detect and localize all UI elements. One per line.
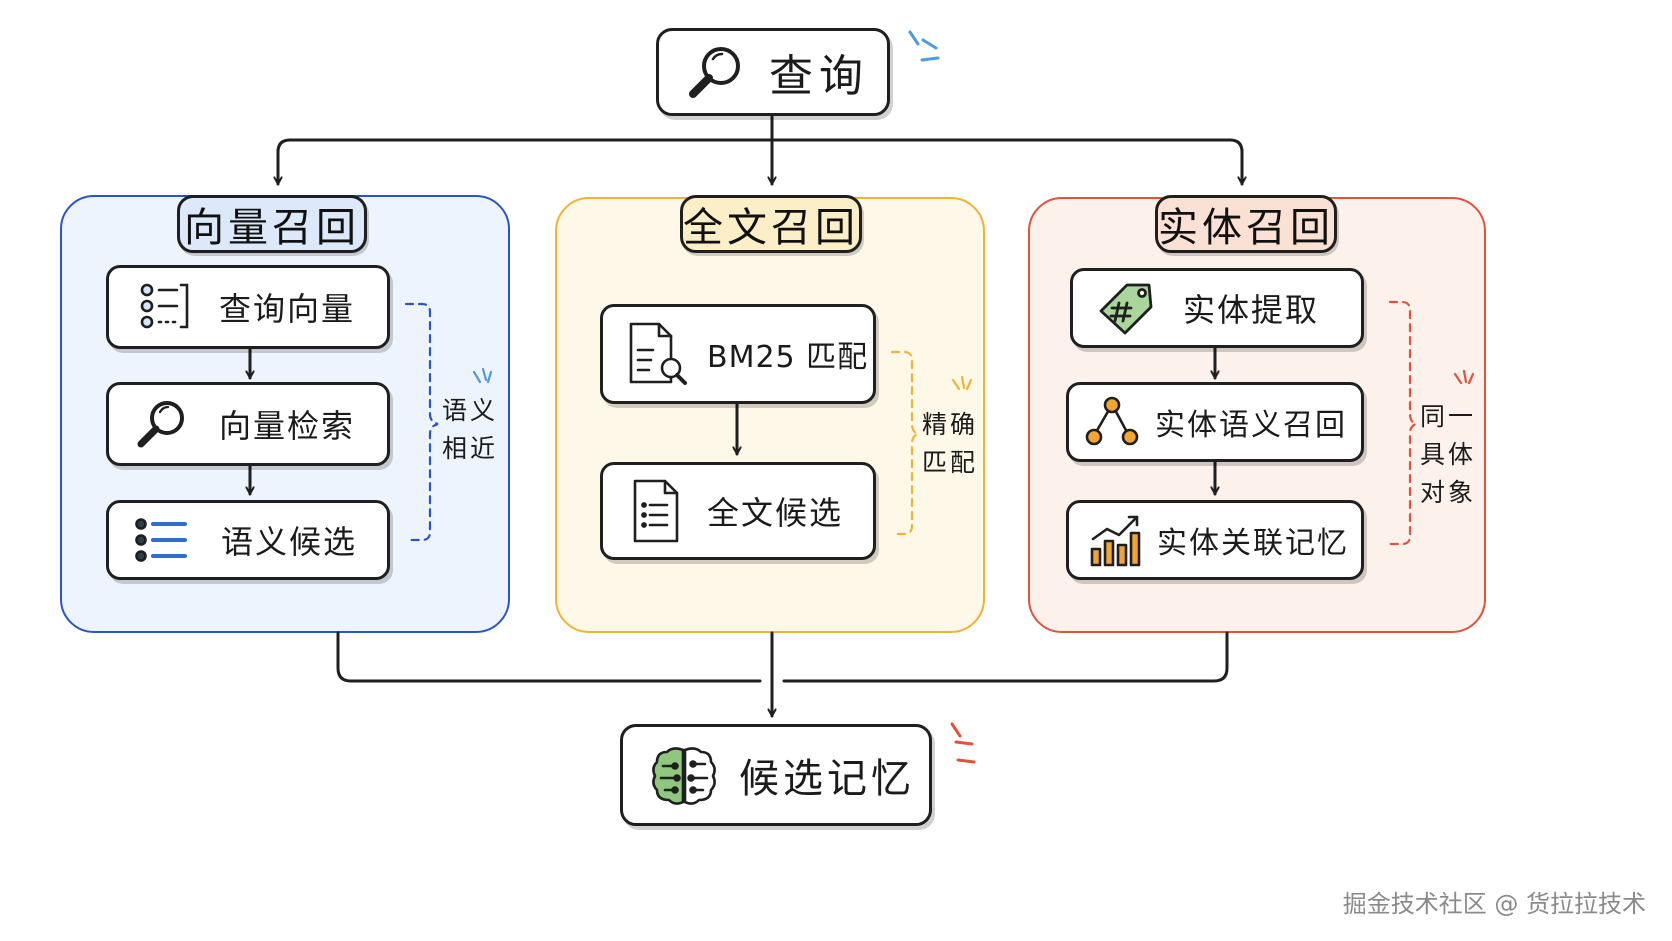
watermark: 掘金技术社区 @ 货拉拉技术 [1342, 890, 1646, 918]
fulltext-recall-title: 全文召回 [680, 195, 862, 253]
note-line: 同一 [1420, 402, 1477, 431]
vector-accent-marks [472, 367, 493, 384]
vector-step-semantic-candidates: 语义候选 [106, 500, 390, 580]
bullet-list-icon [133, 514, 191, 566]
entity-accent-marks [1453, 369, 1475, 385]
note-line: 具体 [1420, 440, 1477, 469]
document-list-icon [629, 477, 685, 545]
fulltext-note: 精确 匹配 [922, 406, 978, 482]
merge-left-line [336, 631, 762, 683]
document-search-icon [625, 320, 691, 388]
fulltext-accent-marks [951, 375, 973, 391]
vector-step-label: 向量检索 [219, 407, 356, 445]
magnifier-icon [685, 41, 747, 103]
note-line: 相近 [442, 434, 499, 463]
entity-bracket [1388, 300, 1420, 546]
fulltext-step-candidates: 全文候选 [600, 462, 876, 560]
note-line: 精确 [922, 410, 979, 439]
note-line: 语义 [442, 396, 499, 425]
candidate-memory-node: 候选记忆 [620, 724, 932, 826]
entity-step-label: 实体关联记忆 [1157, 526, 1349, 561]
entity-step-label: 实体语义召回 [1155, 408, 1347, 443]
entity-step-label: 实体提取 [1183, 291, 1320, 329]
magnifier-icon [133, 395, 191, 453]
entity-note: 同一 具体 对象 [1420, 398, 1476, 512]
entity-step-associated-memory: 实体关联记忆 [1066, 500, 1364, 580]
vector-step-query-vector: 查询向量 [106, 265, 390, 349]
graph-nodes-icon [1083, 394, 1141, 450]
vector-recall-title: 向量召回 [177, 195, 367, 253]
brain-icon [649, 742, 719, 808]
hash-tag-icon [1093, 277, 1159, 339]
entity-step-extraction: 实体提取 [1070, 268, 1364, 348]
entity-step-semantic-recall: 实体语义召回 [1066, 382, 1364, 462]
fulltext-recall-panel [555, 197, 985, 633]
bar-chart-icon [1087, 511, 1145, 569]
query-node: 查询 [656, 28, 890, 116]
entity-recall-title: 实体召回 [1155, 195, 1337, 253]
note-line: 对象 [1420, 478, 1477, 507]
list-dots-icon [137, 279, 193, 335]
note-line: 匹配 [922, 448, 979, 477]
query-accent-marks [908, 30, 940, 62]
fulltext-step-bm25: BM25 匹配 [600, 304, 876, 404]
vector-step-label: 查询向量 [219, 290, 356, 328]
vector-bracket [404, 302, 439, 542]
vector-step-label: 语义候选 [221, 523, 358, 561]
split-horizontal-line [276, 138, 1244, 184]
fulltext-step-label: BM25 匹配 [707, 340, 869, 375]
vector-step-vector-search: 向量检索 [106, 382, 390, 466]
result-accent-marks [950, 722, 976, 764]
merge-right-line [782, 631, 1229, 683]
vector-note: 语义 相近 [442, 392, 498, 468]
candidate-memory-label: 候选记忆 [739, 756, 915, 802]
fulltext-bracket [890, 350, 922, 536]
fulltext-step-label: 全文候选 [707, 494, 844, 532]
query-label: 查询 [769, 51, 869, 102]
